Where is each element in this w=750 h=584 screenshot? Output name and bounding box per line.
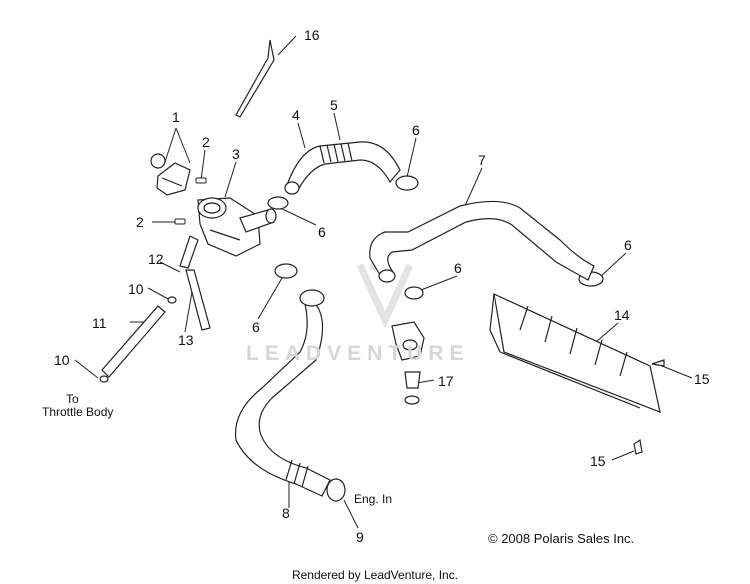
radiator-hose-7 [369,200,595,283]
callout-11: 11 [92,315,107,331]
callout-4: 4 [292,107,300,123]
thermostat-housing [391,321,425,361]
watermark-text: LEADVENTURE [246,342,470,365]
pins-15 [633,359,665,455]
leader-lines [74,35,693,529]
hose-12-13 [179,235,211,331]
callout-8: 8 [282,505,290,521]
note-eng-in: Eng. In [354,492,392,506]
callout-1: 1 [172,109,180,125]
callout-5: 5 [330,97,338,113]
callout-16: 16 [304,27,320,43]
callout-12: 12 [148,251,164,267]
callout-10a: 10 [128,281,144,297]
rendered-by-footer: Rendered by LeadVenture, Inc. [291,568,459,582]
callout-15b: 15 [590,453,606,469]
callout-10b: 10 [54,352,70,368]
callout-labels: 1 2 3 2 4 5 6 6 7 6 6 6 10 11 10 12 13 1… [42,27,710,545]
callout-14: 14 [614,307,630,323]
callout-7: 7 [478,152,486,168]
callout-9: 9 [356,529,364,545]
note-to: To [66,392,79,406]
reservoir-cap-1 [150,153,191,196]
thermostat-17 [404,371,421,405]
callout-13: 13 [178,332,194,348]
callout-2: 2 [202,134,210,150]
note-throttle-body: Throttle Body [42,405,113,419]
copyright-text: © 2008 Polaris Sales Inc. [488,531,635,546]
callout-6c: 6 [624,237,632,253]
callout-6d: 6 [454,260,462,276]
callout-2b: 2 [136,214,144,230]
lower-hose-8 [234,289,331,497]
tube-11 [99,296,177,383]
callout-6b: 6 [318,224,326,240]
coolant-reservoir-3 [197,197,277,257]
callout-15a: 15 [694,371,710,387]
callout-17: 17 [438,373,454,389]
hose-clamp-9 [326,478,346,502]
callout-6e: 6 [252,319,260,335]
callout-3: 3 [232,146,240,162]
callout-6a: 6 [412,122,420,138]
radiator-shroud-14 [489,292,661,413]
screws-2 [174,177,207,225]
tie-strap-16 [235,39,275,118]
upper-hose-4-5 [284,141,401,195]
